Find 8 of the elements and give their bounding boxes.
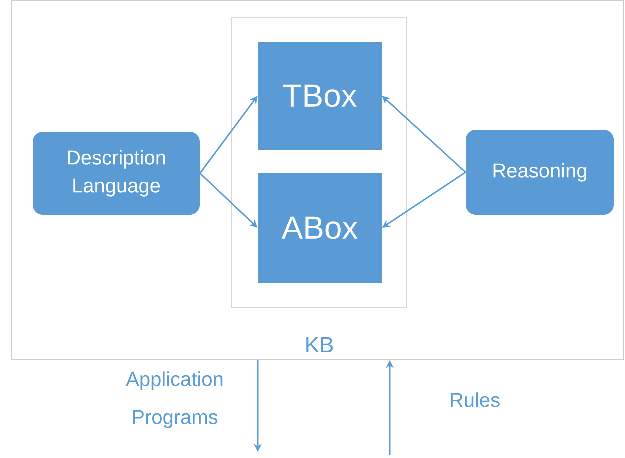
edge-label: Application Programs [126, 372, 223, 428]
box: TBox [258, 42, 382, 150]
box: ABox [258, 173, 382, 283]
rounded-box: Reasoning [466, 130, 614, 215]
rounded-box: Description Language [33, 132, 200, 215]
edge-label: Rules [451, 392, 500, 408]
outer-frame [12, 0, 624, 360]
kb-label: KB [306, 337, 334, 353]
